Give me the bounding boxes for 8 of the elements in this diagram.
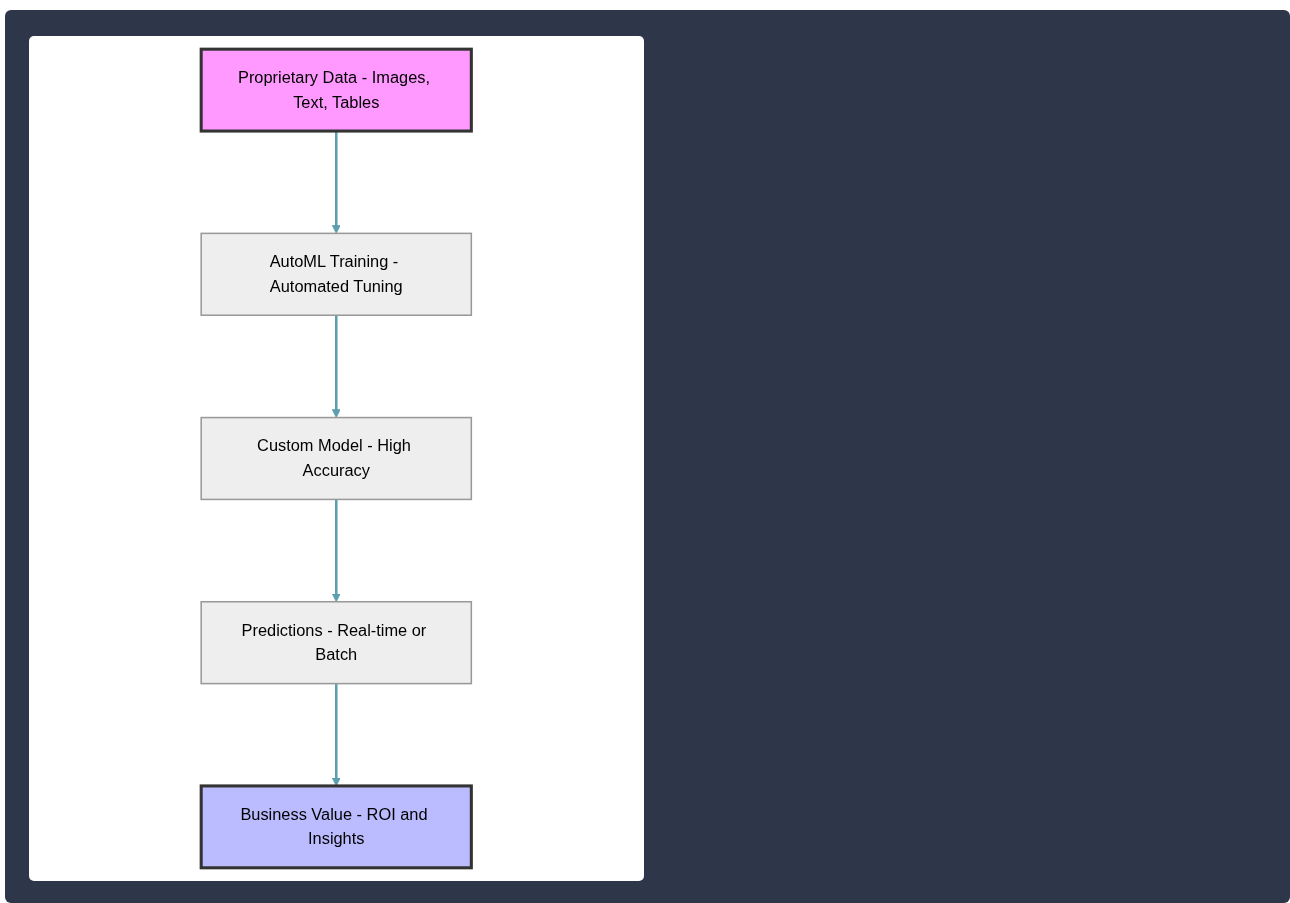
node-box: Business Value - ROI and Insights <box>199 784 474 870</box>
node-box: Predictions - Real-time or Batch <box>200 601 473 685</box>
arrow <box>332 315 341 418</box>
arrow <box>332 499 341 603</box>
node-box: AutoML Training - Automated Tuning <box>200 232 473 316</box>
arrow <box>332 131 341 234</box>
node-box: Proprietary Data - Images, Text, Tables <box>199 47 474 133</box>
node-box: Custom Model - High Accuracy <box>200 416 473 501</box>
